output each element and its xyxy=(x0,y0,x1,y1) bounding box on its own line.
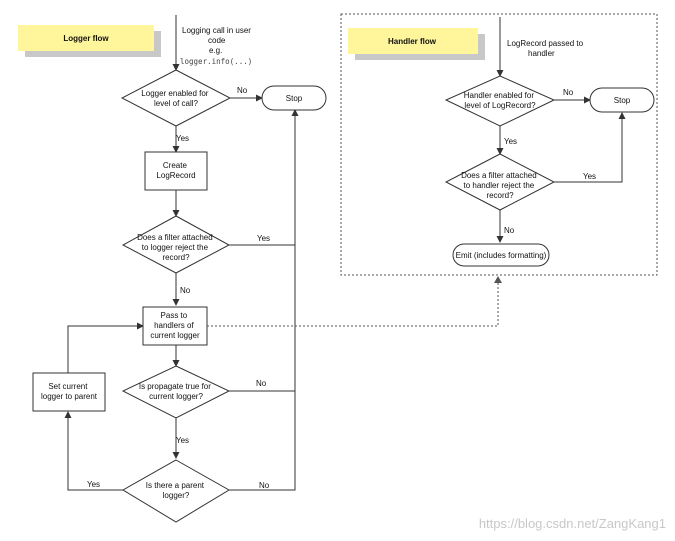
create-logrecord-text: Create LogRecord xyxy=(156,161,195,180)
label-parent-yes: Yes xyxy=(87,480,100,489)
set-parent-text: Set current logger to parent xyxy=(41,382,98,401)
edge-pass-to-handler-flow xyxy=(207,279,499,327)
decision-logger-enabled xyxy=(120,69,232,127)
handler-stop-terminal xyxy=(589,87,655,113)
label-enabled-no: No xyxy=(237,86,248,95)
decision-handler-enabled xyxy=(444,75,556,127)
decision-logger-filter xyxy=(121,215,231,274)
label-enabled-yes: Yes xyxy=(176,134,189,143)
decision-handler-filter xyxy=(444,153,556,211)
logger-start-code: logger.info(...) xyxy=(180,57,252,66)
logger-flow-title: Logger flow xyxy=(18,25,161,57)
label-handler-enabled-no: No xyxy=(563,88,574,97)
label-parent-no: No xyxy=(259,481,270,490)
logger-flow-title-text: Logger flow xyxy=(63,34,109,43)
edge-handler-filter-yes-stop xyxy=(554,112,626,183)
decision-parent xyxy=(122,459,230,523)
decision-parent-text: Is there a parent logger? xyxy=(146,481,207,500)
emit-text: Emit (includes formatting) xyxy=(456,251,547,260)
decision-propagate-text: Is propagate true for current logger? xyxy=(139,382,213,401)
handler-flow: Handler flow LogRecord passed to handler… xyxy=(340,13,658,276)
decision-logger-enabled-text: Logger enabled for level of call? xyxy=(141,89,210,108)
set-parent-box xyxy=(32,372,106,412)
decision-handler-filter-text: Does a filter attached to handler reject… xyxy=(461,171,539,200)
edge-set-to-pass xyxy=(67,322,144,373)
handler-flow-title: Handler flow xyxy=(348,28,485,60)
label-propagate-yes: Yes xyxy=(176,436,189,445)
handler-flow-title-text: Handler flow xyxy=(388,37,437,46)
pass-to-handlers-text: Pass to handlers of current logger xyxy=(150,311,200,340)
handler-flow-boundary xyxy=(340,13,658,276)
edge-pass-to-handler-flow-arrow xyxy=(494,276,502,283)
label-handler-filter-no: No xyxy=(504,226,515,235)
label-handler-enabled-yes: Yes xyxy=(504,137,517,146)
logger-flow: Logger flow Logging call in user code e.… xyxy=(18,15,327,523)
label-handler-filter-yes: Yes xyxy=(583,172,596,181)
edge-parent-no-stop xyxy=(229,109,299,491)
create-logrecord-box xyxy=(144,151,208,191)
handler-start-note: LogRecord passed to handler xyxy=(507,39,585,58)
decision-handler-enabled-text: Handler enabled for level of LogRecord? xyxy=(464,91,537,110)
logger-start-note: Logging call in user code e.g. xyxy=(182,26,253,55)
label-filter-no: No xyxy=(180,286,191,295)
logger-stop-terminal xyxy=(261,85,327,111)
label-propagate-no: No xyxy=(256,379,267,388)
logger-stop-text: Stop xyxy=(286,94,303,103)
label-filter-yes: Yes xyxy=(257,234,270,243)
decision-propagate xyxy=(121,365,231,419)
handler-stop-text: Stop xyxy=(614,96,631,105)
watermark-text: https://blog.csdn.net/ZangKang1 xyxy=(479,516,666,531)
emit-terminal xyxy=(452,243,550,267)
decision-logger-filter-text: Does a filter attached to logger reject … xyxy=(137,233,215,262)
edge-parent-yes-set xyxy=(64,411,123,491)
